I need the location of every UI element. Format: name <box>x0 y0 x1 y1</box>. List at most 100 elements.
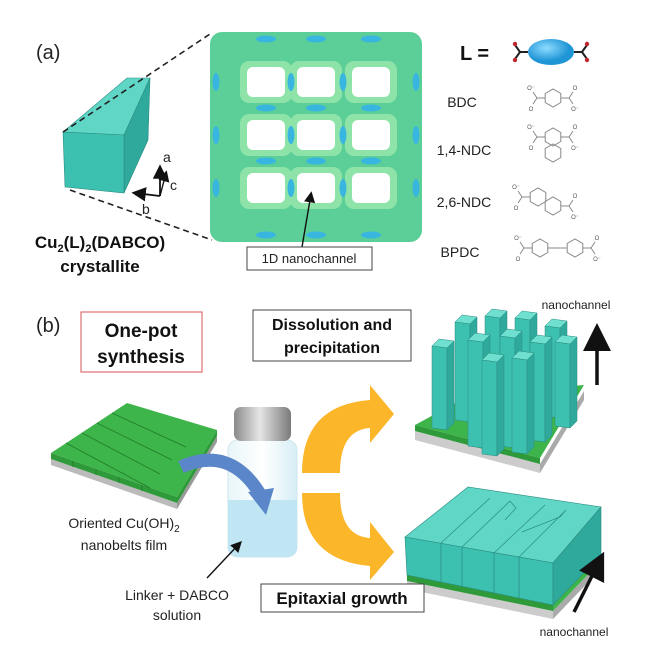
nanochannel-label: 1D nanochannel <box>262 251 357 266</box>
linker-node <box>212 179 220 197</box>
vertical-mof-pillars <box>415 308 584 473</box>
vial-icon <box>227 407 298 558</box>
orange-arrow-up <box>302 385 394 473</box>
linker-node <box>361 231 381 239</box>
linker-node <box>361 104 381 112</box>
mof-pillar <box>431 338 455 431</box>
cu-oh2-film <box>51 403 217 509</box>
linker-equation: L = <box>460 43 489 65</box>
linker-node <box>287 126 295 144</box>
panel-a-label: (a) <box>36 42 60 64</box>
linker-ellipse-icon <box>512 39 590 65</box>
linker-node <box>339 126 347 144</box>
solution-label-line1: Linker + DABCO <box>125 587 229 603</box>
benzene-ring-icon <box>566 238 584 258</box>
epitaxial-box <box>260 583 425 613</box>
svg-text:O: O <box>573 125 578 131</box>
svg-text:O⁻: O⁻ <box>571 215 579 221</box>
nanochannel-pore <box>297 120 335 150</box>
nanochannel-pore <box>352 173 390 203</box>
carboxylate-group: O⁻ O <box>527 86 545 113</box>
svg-text:O⁻: O⁻ <box>514 236 522 242</box>
blue-arrowhead-icon <box>248 488 274 515</box>
linker-26ndc-label: 2,6-NDC <box>437 194 491 210</box>
mof-pillar <box>511 350 535 455</box>
mof-pillar <box>481 352 505 457</box>
benzene-ring-icon <box>544 143 562 163</box>
nanochannel-label-box <box>246 246 373 271</box>
zoom-dash-bottom <box>69 189 213 241</box>
linker-node <box>412 73 420 91</box>
linker-node <box>256 231 276 239</box>
linker-14ndc-label: 1,4-NDC <box>437 142 491 158</box>
svg-text:O: O <box>514 206 519 212</box>
panel-b-label: (b) <box>36 315 60 337</box>
nanochannel-pore <box>297 67 335 97</box>
benzene-ring-icon <box>544 88 562 108</box>
svg-text:O⁻: O⁻ <box>593 257 601 263</box>
mof-pillar <box>554 334 578 429</box>
crystallite-prism <box>62 77 151 194</box>
blue-transfer-arrow <box>178 453 266 498</box>
svg-text:O: O <box>573 86 578 92</box>
svg-text:O⁻: O⁻ <box>512 185 520 191</box>
linker-node <box>256 104 276 112</box>
carboxylate-group: O⁻ O <box>527 125 545 152</box>
svg-text:O: O <box>529 107 534 113</box>
linker-node <box>361 157 381 165</box>
benzene-ring-icon <box>544 196 562 216</box>
linker-node <box>306 231 326 239</box>
axis-c-label: c <box>170 177 177 193</box>
linker-node <box>212 73 220 91</box>
linker-node <box>256 35 276 43</box>
linker-node <box>306 104 326 112</box>
one-pot-line2: synthesis <box>97 347 185 368</box>
solution-label-line2: solution <box>153 607 201 623</box>
axes-indicator: a c b <box>131 149 177 217</box>
carboxylate-group: OO⁻ <box>561 194 579 221</box>
svg-text:O: O <box>516 257 521 263</box>
linker-bdc-label: BDC <box>447 94 477 110</box>
svg-text:O⁻: O⁻ <box>571 146 579 152</box>
nanochannel-pore <box>247 67 285 97</box>
dissolution-line1: Dissolution and <box>272 317 392 334</box>
nanochannel-pore <box>247 120 285 150</box>
svg-text:O: O <box>595 236 600 242</box>
carboxylate-group: O O⁻ <box>561 86 579 113</box>
svg-text:O: O <box>529 146 534 152</box>
orange-arrow-down <box>302 493 394 580</box>
svg-text:O⁻: O⁻ <box>571 107 579 113</box>
nanochannel-bottom-label: nanochannel <box>540 625 609 639</box>
solution-pointer <box>206 540 242 579</box>
film-label-line1: Oriented Cu(OH)2 <box>68 515 180 535</box>
nanochannel-pore <box>297 173 335 203</box>
linker-node <box>412 126 420 144</box>
linker-node <box>256 157 276 165</box>
nanochannel-pore <box>352 67 390 97</box>
dissolution-line2: precipitation <box>284 340 380 357</box>
benzene-ring-icon <box>531 238 549 258</box>
one-pot-box <box>80 311 203 373</box>
linker-node <box>212 126 220 144</box>
nanochannel-pointer <box>301 191 316 248</box>
one-pot-line1: One-pot <box>105 321 178 342</box>
nanochannel-top-label: nanochannel <box>542 298 611 312</box>
mof-framework <box>210 32 422 242</box>
carboxylate-group: O⁻ O <box>512 185 530 212</box>
linker-node <box>339 179 347 197</box>
linker-bpdc-label: BPDC <box>441 244 480 260</box>
svg-text:O⁻: O⁻ <box>527 86 535 92</box>
epitaxial-mof-film <box>404 486 602 619</box>
linker-node <box>339 73 347 91</box>
linker-node <box>287 73 295 91</box>
benzene-ring-icon <box>529 187 547 207</box>
nanochannel-diag-arrow <box>572 551 605 613</box>
benzene-ring-icon <box>544 127 562 147</box>
linker-node <box>287 179 295 197</box>
nanochannel-pore <box>352 120 390 150</box>
svg-text:O⁻: O⁻ <box>527 125 535 131</box>
crystal-name: crystallite <box>60 257 139 276</box>
linker-node <box>306 35 326 43</box>
axis-b-label: b <box>142 201 150 217</box>
